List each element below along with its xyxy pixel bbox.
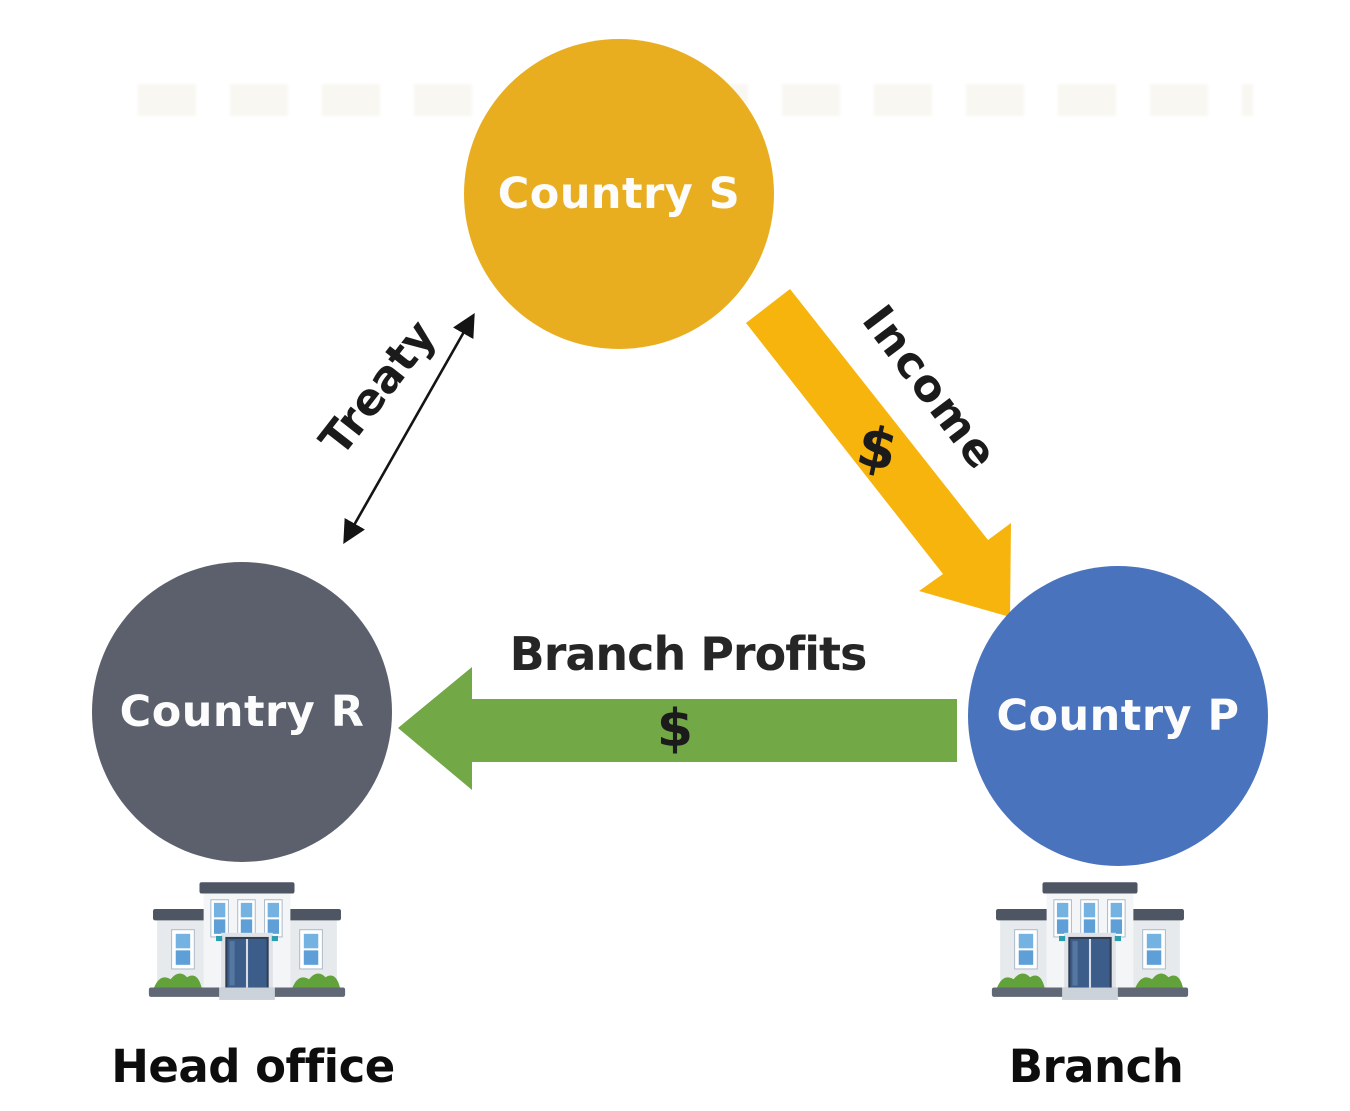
node-country-s: Country S (464, 39, 774, 349)
node-country-p-label: Country P (996, 691, 1240, 741)
node-country-r-label: Country R (119, 687, 365, 737)
income-arrow (746, 289, 1011, 617)
node-country-s-label: Country S (497, 169, 741, 219)
branch-profits-arrow (398, 667, 957, 790)
branch-caption: Branch (1008, 1040, 1184, 1093)
node-country-p: Country P (968, 566, 1268, 866)
treaty-arrow (343, 312, 475, 545)
office-building-icon (142, 876, 352, 1002)
office-building-icon (985, 876, 1195, 1002)
head-office-caption: Head office (111, 1040, 395, 1093)
branch-profits-label: Branch Profits (509, 627, 868, 681)
branch-profits-dollar-symbol: $ (656, 699, 694, 759)
node-country-r: Country R (92, 562, 392, 862)
